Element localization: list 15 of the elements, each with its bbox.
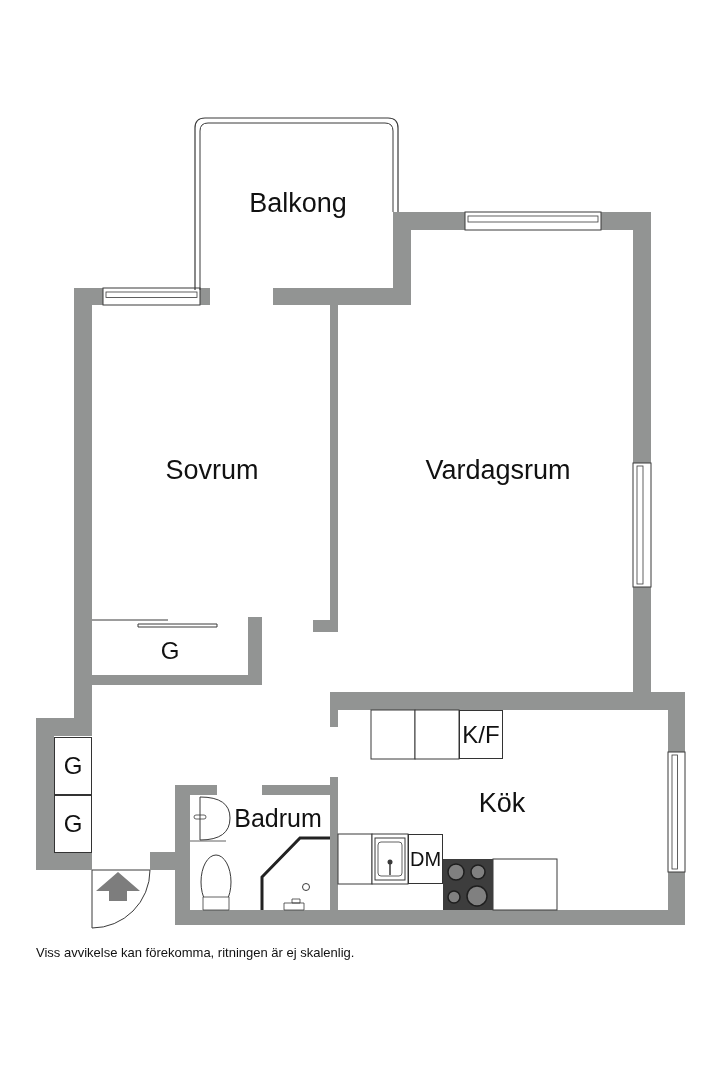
cabinet-box [54,737,92,795]
cabinet-box [54,795,92,853]
room-label: Sovrum [165,454,259,486]
cabinet-label: K/F [462,720,500,749]
cabinet-label: G [160,637,180,665]
cabinet-box [408,834,443,884]
room-label: Kök [478,787,526,819]
cabinet-box [459,710,503,759]
cabinet-label: G [63,752,83,780]
cabinet-label: G [63,810,83,838]
room-label: Balkong [249,187,347,219]
cabinet-label: DM [409,847,442,871]
room-label: Badrum [234,803,322,833]
disclaimer-note: Viss avvikelse kan förekomma, ritningen är ej skalenlig. [36,945,355,960]
room-label: Vardagsrum [425,454,571,486]
